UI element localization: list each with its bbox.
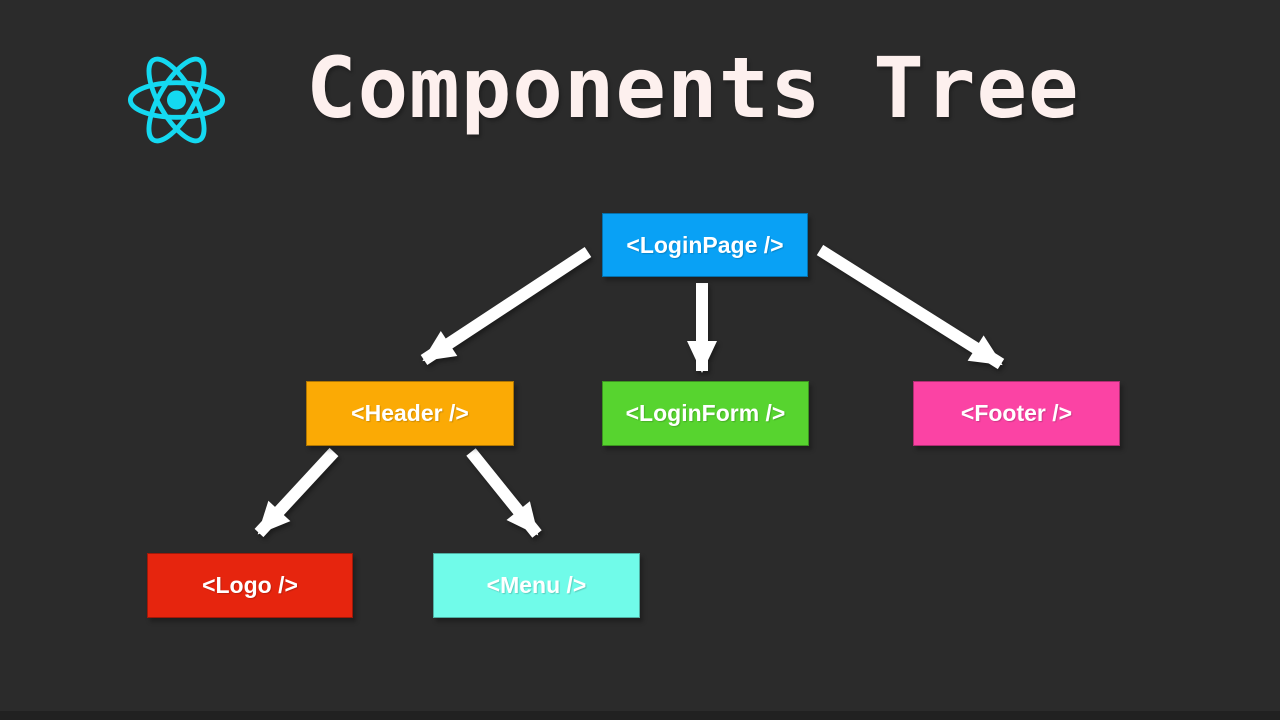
node-footer-label: <Footer />: [960, 400, 1073, 426]
react-logo-nucleus: [166, 90, 187, 110]
node-loginpage-label: <LoginPage />: [626, 231, 784, 258]
node-loginpage: <LoginPage />: [602, 213, 808, 277]
node-menu: <Menu />: [433, 553, 640, 618]
arrow-loginpage-to-header: [420, 246, 592, 366]
node-loginform-label: <LoginForm />: [625, 400, 786, 426]
react-atom-icon: [127, 56, 226, 144]
node-logo: <Logo />: [147, 553, 353, 618]
node-header: <Header />: [306, 381, 514, 446]
react-logo-orbit-2: [146, 56, 207, 144]
react-logo-orbit-3: [146, 56, 207, 144]
node-loginform: <LoginForm />: [602, 381, 809, 446]
node-footer: <Footer />: [913, 381, 1120, 446]
node-header-label: <Header />: [351, 400, 469, 426]
arrow-header-to-menu: [466, 448, 542, 538]
arrow-header-to-logo: [254, 447, 339, 538]
arrow-loginpage-to-footer: [816, 244, 1005, 370]
bottom-edge-bar: [0, 711, 1280, 720]
node-menu-label: <Menu />: [486, 572, 587, 598]
node-logo-label: <Logo />: [202, 572, 298, 598]
page-title: Components Tree: [306, 39, 1080, 137]
